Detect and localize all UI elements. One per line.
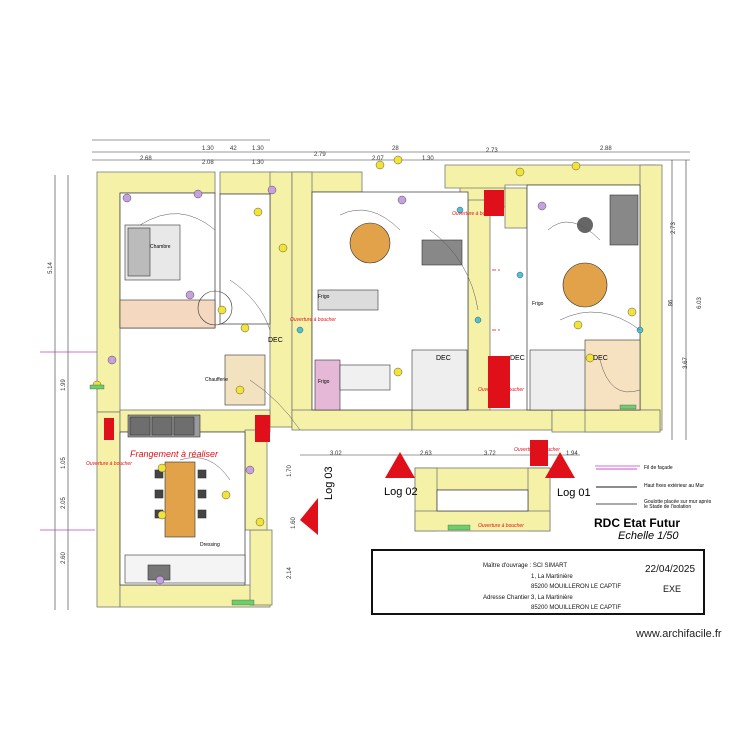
ouverture-note-top-left: Ouverture à boucher [290, 317, 336, 323]
legend-item-2: Haut fixes extérieur au Mur [644, 483, 705, 489]
chaufferie-label: Chaufferie [205, 377, 228, 383]
round-tables [197, 217, 608, 326]
log-01-label: Log 01 [557, 487, 591, 499]
dim-top-5: 2.08 [202, 160, 214, 166]
dim-top-6: 1.30 [252, 160, 264, 166]
dim-top-7: 2.79 [314, 152, 326, 158]
wiring [139, 209, 641, 481]
dim-left-7: 2.60 [60, 552, 67, 564]
site-address-1: 3, La Martinière [531, 595, 573, 601]
legend-item-1: Fil de façade [644, 465, 673, 471]
watermark: www.archifacile.fr [636, 628, 722, 640]
owner-address-2: 85200 MOUILLERON LE CAPTIF [531, 584, 622, 590]
dim-top-9: 2.07 [372, 156, 384, 162]
dim-top-10: 1.30 [422, 156, 434, 162]
drawing-title: RDC Etat Futur [594, 516, 680, 530]
frigo-label-2: Frigo [318, 379, 330, 385]
dec-label-1: DEC [268, 337, 283, 344]
dim-bottom-4: 1.94 [566, 451, 578, 457]
dim-top-2: 2.68 [140, 156, 152, 162]
dim-top-11: 2.73 [486, 148, 498, 154]
dim-bottom-1: 3.02 [330, 451, 342, 457]
log-markers [300, 452, 575, 535]
ouverture-note-left: Ouverture à boucher [86, 461, 132, 467]
dim-left-2: 1.99 [60, 379, 67, 391]
dim-left-1: 5.14 [47, 262, 54, 274]
dim-right-4: 6.03 [696, 297, 703, 309]
chambre-label: Chambre [150, 244, 171, 250]
date-value: 22/04/2025 [645, 564, 696, 575]
dim-bottom-2: 2.63 [420, 451, 432, 457]
owner-address-1: 1, La Martinière [531, 574, 573, 580]
legend-lines [596, 468, 637, 505]
dim-bottom-3: 3.72 [484, 451, 496, 457]
dim-top-12: 2.88 [600, 146, 612, 152]
site-address-2: 85200 MOUILLERON LE CAPTIF [531, 605, 622, 611]
site-label: Adresse Chantier : [483, 595, 533, 601]
small-boxes [89, 384, 637, 606]
dim-bottom-5: 1.60 [290, 517, 297, 529]
ouverture-note-top-right: Ouverture à boucher [452, 211, 498, 217]
dec-label-3: DEC [593, 355, 608, 362]
ouverture-note-center: Ouverture à boucher [478, 387, 524, 393]
ouverture-note-bottom: Ouverture à boucher [478, 523, 524, 529]
dim-top-4: 1.30 [252, 146, 264, 152]
dec-label-2: DEC [436, 355, 451, 362]
legend-item-3: Goulotte placée sur mur après le Stade d… [644, 499, 712, 510]
dressing-label: Dressing [200, 542, 220, 548]
dim-right-3: 3.67 [682, 357, 689, 369]
frigo-label-1: Frigo [318, 294, 330, 300]
log-03-label: Log 03 [323, 466, 335, 500]
dimension-lines [54, 139, 690, 610]
dim-left-6: 2.05 [60, 497, 67, 509]
owner-label: Maître d'ouvrage : SCI SIMART [483, 563, 568, 569]
dim-right-1: 2.73 [670, 222, 677, 234]
dim-left-5: 1.05 [60, 457, 67, 469]
dim-left-3: 2.14 [286, 567, 293, 579]
furniture [119, 194, 641, 584]
fracture-note: Frangement à réaliser [130, 449, 219, 459]
drawing-scale: Echelle 1/50 [618, 530, 679, 542]
dim-left-4: 1.70 [286, 465, 293, 477]
dim-right-2: 86 [668, 299, 675, 307]
frigo-label-3: Frigo [532, 301, 544, 307]
log-02-label: Log 02 [384, 486, 418, 498]
walls [96, 164, 663, 608]
title-block: Maître d'ouvrage : SCI SIMART 1, La Mart… [371, 549, 705, 615]
dec-label-4: DEC [510, 355, 525, 362]
openings-to-close [104, 190, 548, 466]
dim-top-1: 1.30 [202, 146, 214, 152]
phase-value: EXE [663, 584, 682, 594]
ouverture-note-right-mid: Ouverture à boucher [514, 447, 560, 453]
dim-top-3: 42 [230, 146, 237, 152]
dim-top-8: 28 [392, 146, 399, 152]
